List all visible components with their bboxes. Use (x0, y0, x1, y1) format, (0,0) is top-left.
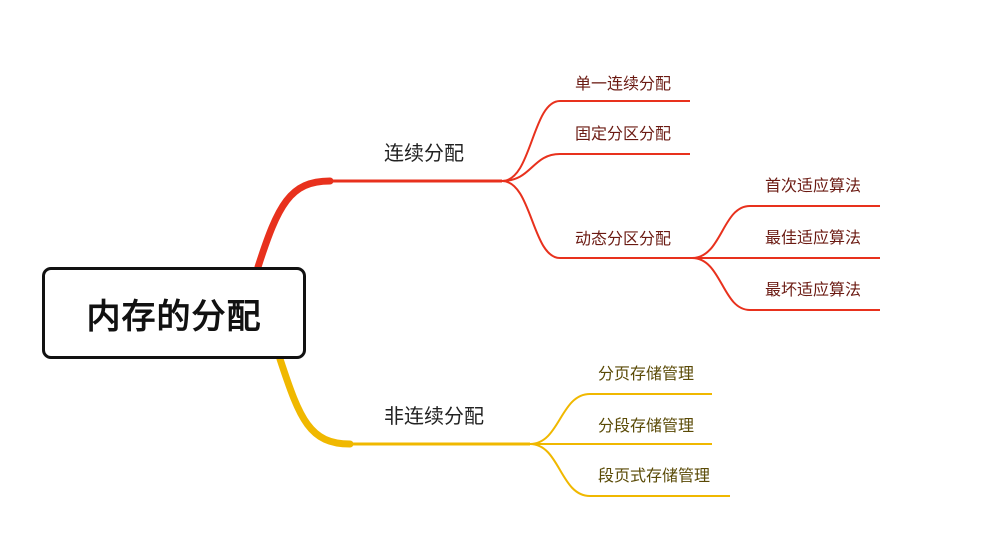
connector-single-contiguous (501, 100, 561, 182)
node-single-contiguous[interactable]: 单一连续分配 (575, 74, 672, 93)
node-dynamic-partition[interactable]: 动态分区分配 (575, 229, 672, 248)
connector-first-fit (691, 205, 751, 259)
connector-dynamic-partition (501, 180, 561, 259)
connector-root-noncontiguous (276, 355, 354, 448)
node-noncontiguous[interactable]: 非连续分配 (384, 404, 484, 428)
root-node[interactable]: 内存的分配 (42, 267, 306, 359)
node-segmented-paging[interactable]: 段页式存储管理 (598, 466, 711, 485)
root-label: 内存的分配 (86, 296, 262, 337)
connector-fixed-partition (501, 153, 561, 182)
connector-worst-fit (691, 257, 751, 311)
node-fixed-partition[interactable]: 固定分区分配 (575, 124, 672, 143)
node-best-fit[interactable]: 最佳适应算法 (765, 228, 862, 247)
node-worst-fit[interactable]: 最坏适应算法 (765, 280, 862, 299)
node-contiguous[interactable]: 连续分配 (384, 141, 464, 165)
connector-segmented-paging (529, 443, 591, 497)
connector-root-contiguous (254, 177, 334, 271)
node-paging[interactable]: 分页存储管理 (598, 364, 695, 383)
node-first-fit[interactable]: 首次适应算法 (765, 176, 862, 195)
node-segmentation[interactable]: 分段存储管理 (598, 416, 695, 435)
connector-paging (529, 393, 591, 445)
